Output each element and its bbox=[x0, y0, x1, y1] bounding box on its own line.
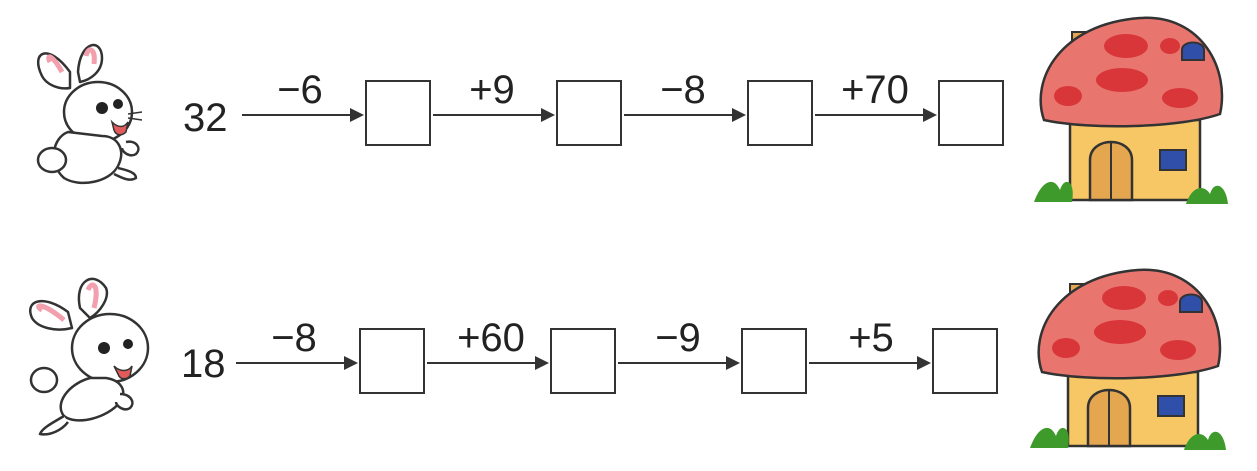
operation-label: −9 bbox=[655, 316, 701, 360]
start-number: 18 bbox=[181, 342, 226, 386]
arrow-3 bbox=[624, 108, 746, 122]
arrow-2 bbox=[427, 356, 549, 370]
operation-label: −8 bbox=[660, 68, 706, 112]
answer-box[interactable] bbox=[938, 80, 1004, 146]
chain-row-1: 32 −6 +9 −8 +70 bbox=[0, 10, 1257, 210]
operation-label: +9 bbox=[469, 68, 515, 112]
mushroom-house-illustration bbox=[1030, 268, 1226, 450]
arrow-1 bbox=[236, 356, 358, 370]
chain-row-2: 18 −8 +60 −9 +5 bbox=[0, 262, 1257, 462]
arrow-3 bbox=[618, 356, 740, 370]
operation-label: +70 bbox=[841, 68, 909, 112]
bunny-illustration bbox=[36, 43, 143, 185]
answer-box[interactable] bbox=[359, 328, 425, 394]
mushroom-house-illustration bbox=[1034, 16, 1228, 204]
operation-label: +60 bbox=[457, 316, 525, 360]
arrow-2 bbox=[433, 108, 555, 122]
start-number: 32 bbox=[183, 96, 228, 140]
arrow-4 bbox=[809, 356, 931, 370]
operation-label: +5 bbox=[848, 316, 894, 360]
operation-label: −6 bbox=[277, 68, 323, 112]
operation-label: −8 bbox=[271, 316, 317, 360]
arrow-4 bbox=[815, 108, 937, 122]
answer-box[interactable] bbox=[747, 80, 813, 146]
answer-box[interactable] bbox=[550, 328, 616, 394]
answer-box[interactable] bbox=[556, 80, 622, 146]
answer-box[interactable] bbox=[365, 80, 431, 146]
arrow-1 bbox=[242, 108, 364, 122]
answer-box[interactable] bbox=[932, 328, 998, 394]
bunny-illustration bbox=[29, 277, 150, 436]
answer-box[interactable] bbox=[741, 328, 807, 394]
